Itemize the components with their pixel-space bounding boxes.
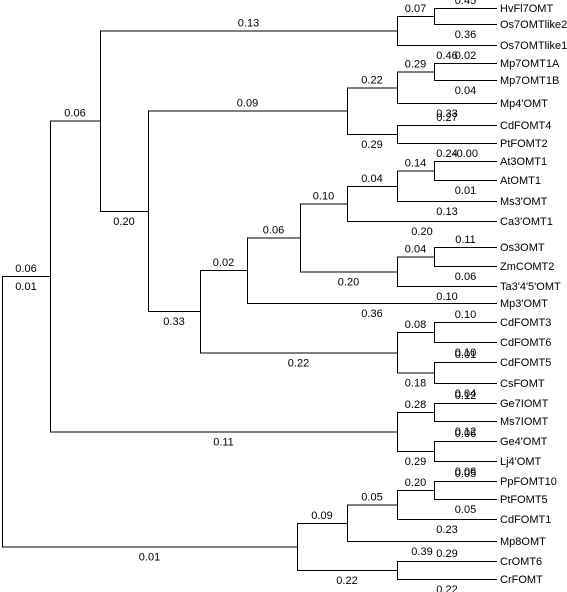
branch-length-label: 0.12: [455, 390, 476, 402]
leaf-label: Ge4'OMT: [500, 436, 548, 448]
leaf-label: PtFOMT2: [500, 138, 548, 150]
leaf-label: CdFOMT3: [500, 317, 551, 329]
leaf-label: CdFOMT4: [500, 120, 551, 132]
branch-length-label: 0.22: [436, 584, 457, 592]
leaf-label: CsFOMT: [500, 378, 545, 390]
branch-length-label: 0.36: [361, 308, 382, 320]
branch-length-label: 0.07: [405, 3, 426, 15]
branch-length-label: 0.01: [455, 349, 476, 361]
branch-length-label: 0.13: [238, 18, 259, 30]
branch-length-label: 0.01: [139, 551, 160, 563]
branch-length-label: 0.06: [15, 263, 36, 275]
leaf-label: HvFl7OMT: [500, 3, 553, 15]
branch-length-label: 0.10: [436, 291, 457, 303]
branch-length-label: 0.39: [411, 546, 432, 558]
branch-length-label: 0.05: [455, 504, 476, 516]
branch-length-label: 0.06: [263, 224, 284, 236]
branch-length-label: 0.29: [436, 548, 457, 560]
leaf-label: Mp7OMT1B: [500, 75, 559, 87]
leaf-label: ZmCOMT2: [500, 261, 554, 273]
leaf-label: CrFOMT: [500, 574, 543, 586]
leaf-label: Ms3'OMT: [500, 196, 548, 208]
branch-length-label: 0.04: [361, 173, 382, 185]
branch-length-label: 0.45: [455, 0, 476, 7]
branch-length-label: 0.29: [405, 59, 426, 71]
branch-length-label: 0.22: [288, 357, 309, 369]
branch-length-label: 0.20: [113, 216, 134, 228]
branch-length-label: 0.18: [405, 378, 426, 390]
branch-length-label: 0.11: [213, 437, 234, 449]
branch-length-label: -0.00: [453, 148, 478, 160]
branch-length-label: 0.06: [455, 428, 476, 440]
branch-length-label: 0.27: [436, 112, 457, 124]
branch-length-label: 0.23: [436, 524, 457, 536]
branch-length-label: 0.04: [455, 85, 476, 97]
branch-length-label: 0.46: [436, 50, 457, 62]
leaf-label: At3OMT1: [500, 156, 547, 168]
branch-length-label: 0.05: [455, 468, 476, 480]
leaf-label: PpFOMT10: [500, 476, 557, 488]
branch-length-label: 0.36: [455, 29, 476, 41]
leaf-label: Mp3'OMT: [500, 298, 548, 310]
leaf-label: AtOMT1: [500, 175, 541, 187]
branch-length-label: 0.20: [405, 477, 426, 489]
branch-length-label: 0.10: [313, 190, 334, 202]
branch-length-label: 0.04: [455, 388, 476, 400]
leaf-label: Os7OMTlike1: [500, 40, 567, 52]
leaf-label: CdFOMT1: [500, 514, 551, 526]
branch-length-label: 0.06: [455, 271, 476, 283]
branch-length-label: 0.22: [336, 575, 357, 587]
branch-length-label: 0.24: [436, 148, 457, 160]
branch-length-label: 0.02: [213, 257, 234, 269]
branch-length-label: 0.05: [361, 492, 382, 504]
branch-length-label: 0.08: [405, 319, 426, 331]
branch-length-label: 0.12: [455, 426, 476, 438]
leaf-label: Ge7IOMT: [500, 398, 549, 410]
branch-length-label: 0.04: [405, 244, 426, 256]
branch-length-label: 0.02: [455, 50, 476, 62]
branch-length-label: 0.09: [237, 98, 258, 110]
branch-length-label: 0.01: [15, 281, 36, 293]
leaf-label: Mp4'OMT: [500, 98, 548, 110]
leaf-label: Os3OMT: [500, 242, 545, 254]
branch-length-label: 0.14: [405, 158, 426, 170]
branch-length-label: 0.10: [455, 347, 476, 359]
branch-length-label: 0.10: [455, 309, 476, 321]
leaf-label: Mp7OMT1A: [500, 58, 560, 70]
branch-length-label: 0.22: [361, 74, 382, 86]
branch-length-label: 0.01: [455, 185, 476, 197]
leaf-label: Ta3'4'5'OMT: [500, 281, 561, 293]
branch-length-label: 0.13: [436, 206, 457, 218]
leaf-label: Lj4'OMT: [500, 456, 541, 468]
branch-length-label: 0.09: [311, 510, 332, 522]
leaf-label: Os7OMTlike2: [500, 19, 567, 31]
leaf-label: PtFOMT5: [500, 494, 548, 506]
branch-length-label: 0.11: [455, 234, 476, 246]
branch-length-label: 0.29: [405, 456, 426, 468]
leaf-label: CrOMT6: [500, 556, 542, 568]
leaf-label: CdFOMT6: [500, 337, 551, 349]
branch-length-label: 0.20: [338, 276, 359, 288]
branch-length-label: 0.06: [64, 108, 85, 120]
branch-length-label: 0.33: [163, 316, 184, 328]
leaf-label: Ms7IOMT: [500, 416, 549, 428]
leaf-label: Ca3'OMT1: [500, 216, 553, 228]
branch-length-label: 0.28: [405, 399, 426, 411]
branch-length-label: 0.33: [436, 108, 457, 120]
leaf-label: CdFOMT5: [500, 357, 551, 369]
leaf-label: Mp8OMT: [500, 536, 546, 548]
branch-length-label: 0.20: [411, 226, 432, 238]
branch-length-label: 0.29: [361, 139, 382, 151]
branch-length-label: 0.06: [455, 466, 476, 478]
